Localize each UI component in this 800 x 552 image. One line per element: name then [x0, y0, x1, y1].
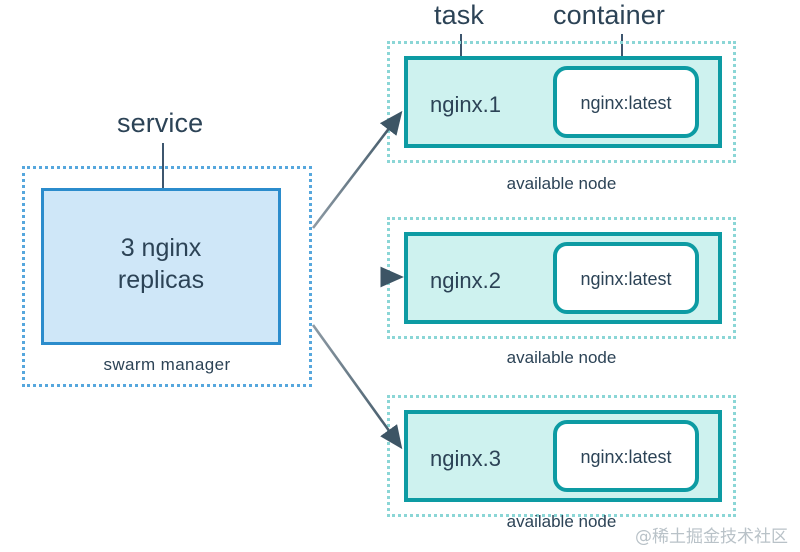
container-label-3: nginx:latest: [580, 447, 672, 467]
available-node-caption-1: available node: [506, 174, 617, 193]
available-node-caption-2: available node: [506, 348, 617, 367]
annotation-label-task: task: [434, 0, 484, 30]
container-label-2: nginx:latest: [580, 269, 672, 289]
annotation-label-service: service: [117, 108, 204, 138]
task-label-3: nginx.3: [430, 446, 501, 471]
available-node-caption-3: available node: [506, 512, 617, 531]
service-replicas-text: 3 nginx replicas: [41, 232, 281, 296]
service-replicas-line2: replicas: [117, 266, 205, 294]
container-box-3[interactable]: [553, 420, 699, 492]
swarm-manager-caption: swarm manager: [103, 355, 231, 374]
available-node-boundary-3: [387, 395, 736, 517]
watermark: @稀土掘金技术社区: [635, 527, 788, 547]
task-label-2: nginx.2: [430, 268, 501, 293]
task-label-1: nginx.1: [430, 92, 501, 117]
available-node-boundary-1: [387, 41, 736, 163]
service-box[interactable]: [41, 188, 281, 345]
service-replicas-line1: 3 nginx: [120, 234, 202, 262]
annotation-label-container: container: [553, 0, 665, 30]
swarm-manager-boundary: [22, 166, 312, 387]
container-box-1[interactable]: [553, 66, 699, 138]
container-label-1: nginx:latest: [580, 93, 672, 113]
container-box-2[interactable]: [553, 242, 699, 314]
